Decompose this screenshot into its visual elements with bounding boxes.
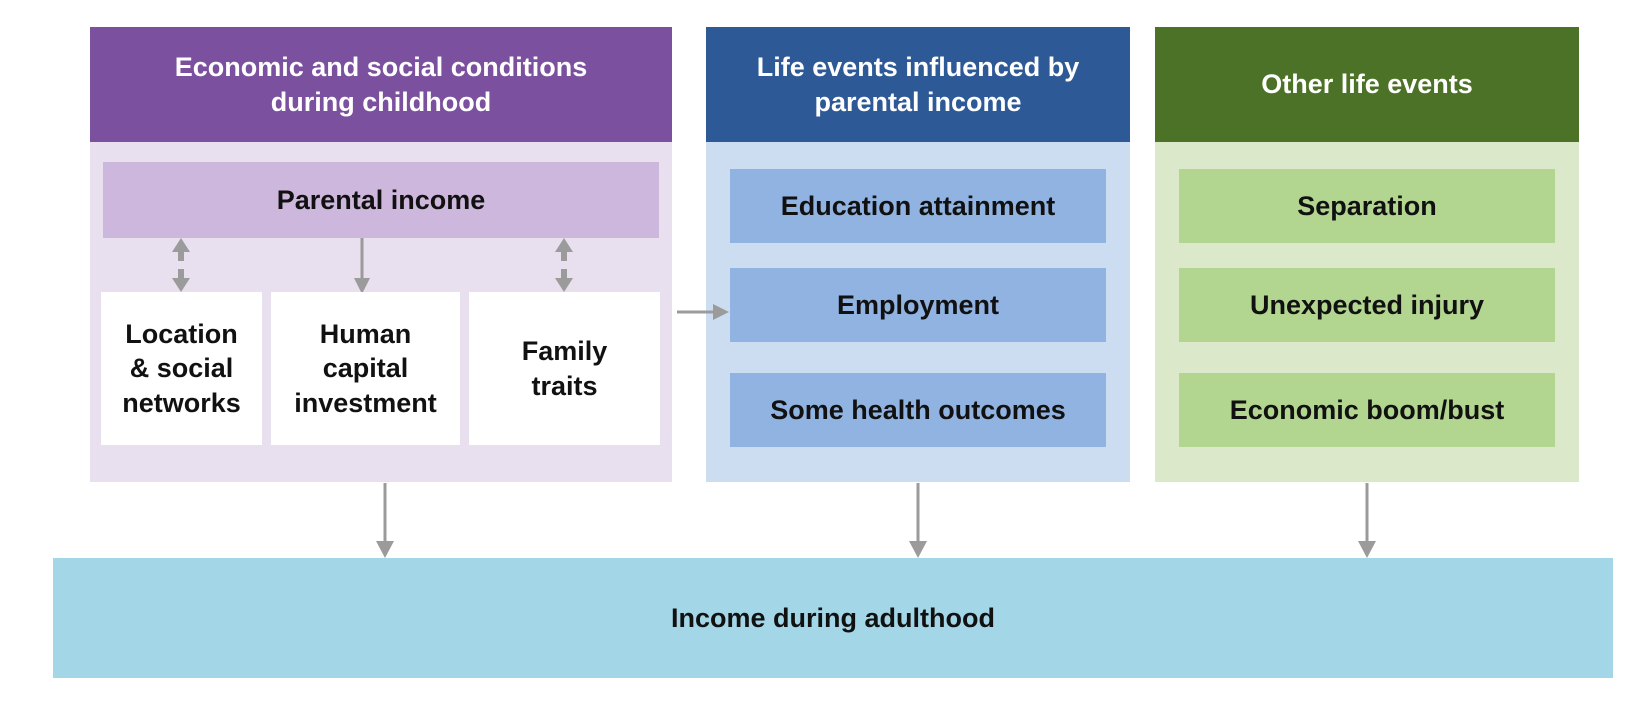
unexpected-injury-box: Unexpected injury xyxy=(1179,268,1555,342)
economic-boom-bust-label: Economic boom/bust xyxy=(1229,394,1505,425)
panel-life-events-parental-income: Life events influenced by parental incom… xyxy=(706,27,1130,482)
education-attainment-box: Education attainment xyxy=(730,169,1106,243)
panel-life-events-body: Education attainment Employment Some hea… xyxy=(706,142,1130,482)
up-down-arrow-icon xyxy=(555,238,573,292)
education-attainment-label: Education attainment xyxy=(780,190,1056,221)
parental-income-box: Parental income xyxy=(103,162,659,238)
economic-boom-bust-box: Economic boom/bust xyxy=(1179,373,1555,447)
right-arrow-icon xyxy=(677,304,729,320)
family-traits-box: Family traits xyxy=(469,292,660,445)
separation-label: Separation xyxy=(1297,190,1437,221)
panel-other-life-events: Other life events Separation Unexpected … xyxy=(1155,27,1579,482)
panel-childhood-conditions-title: Economic and social conditions during ch… xyxy=(174,51,588,117)
some-health-outcomes-box: Some health outcomes xyxy=(730,373,1106,447)
parental-income-label: Parental income xyxy=(276,184,486,215)
panel-childhood-conditions: Economic and social conditions during ch… xyxy=(90,27,672,482)
some-health-outcomes-label: Some health outcomes xyxy=(770,394,1066,425)
panel-childhood-conditions-header: Economic and social conditions during ch… xyxy=(90,27,672,142)
location-social-networks-label: Location & social networks xyxy=(122,319,241,418)
human-capital-investment-label: Human capital investment xyxy=(294,319,437,418)
panel-life-events-header: Life events influenced by parental incom… xyxy=(706,27,1130,142)
up-down-arrow-icon xyxy=(172,238,190,292)
panel-childhood-conditions-body: Parental income Location & social networ… xyxy=(90,142,672,482)
panel-life-events-title: Life events influenced by parental incom… xyxy=(756,51,1080,117)
panel-other-life-events-header: Other life events xyxy=(1155,27,1579,142)
human-capital-investment-box: Human capital investment xyxy=(271,292,460,445)
location-social-networks-box: Location & social networks xyxy=(101,292,262,445)
down-arrow-icon xyxy=(1358,483,1376,558)
income-during-adulthood-bar: Income during adulthood xyxy=(53,558,1613,678)
down-arrow-icon xyxy=(376,483,394,558)
income-during-adulthood-label: Income during adulthood xyxy=(671,602,995,633)
unexpected-injury-label: Unexpected injury xyxy=(1249,289,1485,320)
separation-box: Separation xyxy=(1179,169,1555,243)
panel-other-life-events-title: Other life events xyxy=(1261,69,1473,100)
down-arrow-icon xyxy=(909,483,927,558)
employment-label: Employment xyxy=(836,289,1000,320)
panel-other-life-events-body: Separation Unexpected injury Economic bo… xyxy=(1155,142,1579,482)
employment-box: Employment xyxy=(730,268,1106,342)
family-traits-label: Family traits xyxy=(521,336,608,401)
down-arrow-icon xyxy=(354,238,370,294)
